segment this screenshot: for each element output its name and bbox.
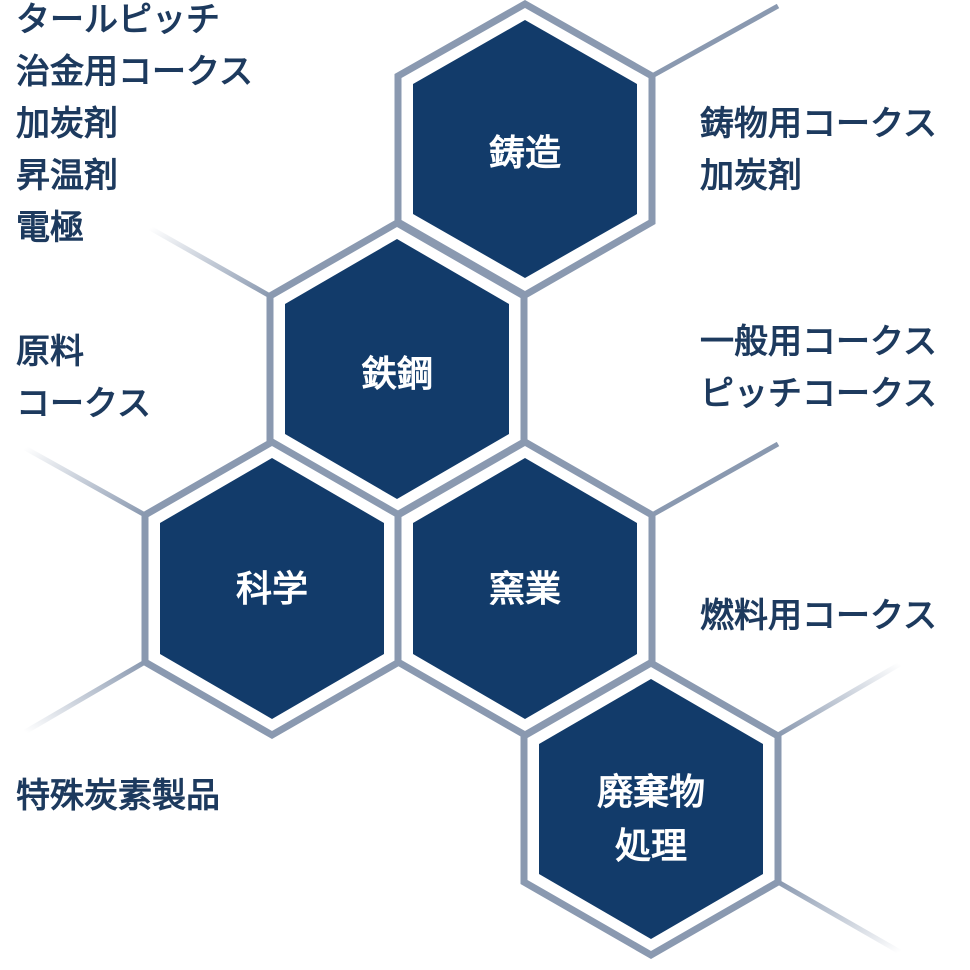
label-line: 加炭剤 bbox=[16, 104, 118, 144]
hexagon-waste: 廃棄物 処理 bbox=[520, 658, 782, 960]
hex-label-science: 科学 bbox=[236, 568, 308, 610]
label-group-steel-right: 一般用コークス ピッチコークス bbox=[700, 316, 937, 420]
hex-label-waste-line2: 処理 bbox=[615, 826, 687, 867]
label-line: 鋳物用コークス bbox=[700, 104, 937, 144]
label-group-science-bottom: 特殊炭素製品 bbox=[16, 770, 220, 822]
connector-lines bbox=[23, 3, 902, 955]
hex-label-ceramics: 窯業 bbox=[489, 569, 561, 610]
label-line: ピッチコークス bbox=[700, 374, 937, 414]
hexagon-science: 科学 bbox=[141, 437, 403, 740]
connector-ceramics-upper-right bbox=[650, 441, 780, 518]
label-group-top-left: タールピッチ 治金用コークス 加炭剤 昇温剤 電極 bbox=[16, 0, 253, 254]
label-line: 一般用コークス bbox=[700, 322, 937, 362]
connector-steel-upper-left bbox=[148, 225, 272, 299]
label-line: 特殊炭素製品 bbox=[16, 776, 220, 816]
label-line: 加炭剤 bbox=[700, 156, 802, 196]
label-group-casting-right: 鋳物用コークス 加炭剤 bbox=[700, 98, 937, 202]
connector-science-lower-left bbox=[23, 659, 147, 735]
connector-casting-top-right bbox=[650, 3, 780, 79]
connector-waste-upper-right bbox=[776, 661, 902, 738]
connector-science-upper-left bbox=[23, 445, 147, 518]
label-line: 燃料用コークス bbox=[700, 596, 937, 636]
label-line: 原料 bbox=[16, 332, 84, 372]
label-line: 電極 bbox=[16, 208, 84, 248]
label-line: 昇温剤 bbox=[16, 156, 118, 196]
hex-label-waste-line1: 廃棄物 bbox=[597, 772, 705, 813]
hex-label-casting: 鋳造 bbox=[489, 133, 561, 174]
label-group-ceramics-right: 燃料用コークス bbox=[700, 590, 937, 642]
label-line: タールピッチ bbox=[16, 0, 220, 40]
connector-waste-lower-right bbox=[776, 879, 902, 955]
hexagon-casting: 鋳造 bbox=[394, 0, 656, 300]
hex-label-steel: 鉄鋼 bbox=[361, 354, 433, 395]
label-group-steel-left: 原料 コークス bbox=[16, 326, 151, 430]
label-line: 治金用コークス bbox=[16, 52, 253, 92]
label-line: コークス bbox=[16, 384, 151, 424]
hexagon-ceramics: 窯業 bbox=[394, 437, 656, 740]
